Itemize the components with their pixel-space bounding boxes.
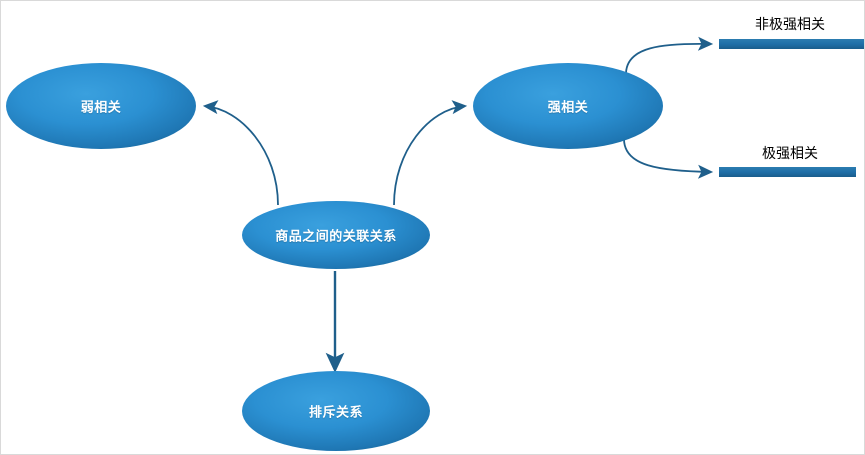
node-weak[interactable] (6, 63, 196, 149)
edge-root-to-weak (202, 100, 279, 206)
node-root[interactable] (242, 201, 430, 269)
edge-root-to-strong (393, 100, 468, 206)
node-exclusive[interactable] (242, 371, 430, 451)
node-strong[interactable] (473, 63, 663, 149)
edge-strong-to-extreme (623, 138, 714, 179)
bar-non-extreme (719, 39, 864, 49)
edge-strong-to-non-extreme (625, 36, 714, 74)
bar-extreme (719, 167, 856, 177)
